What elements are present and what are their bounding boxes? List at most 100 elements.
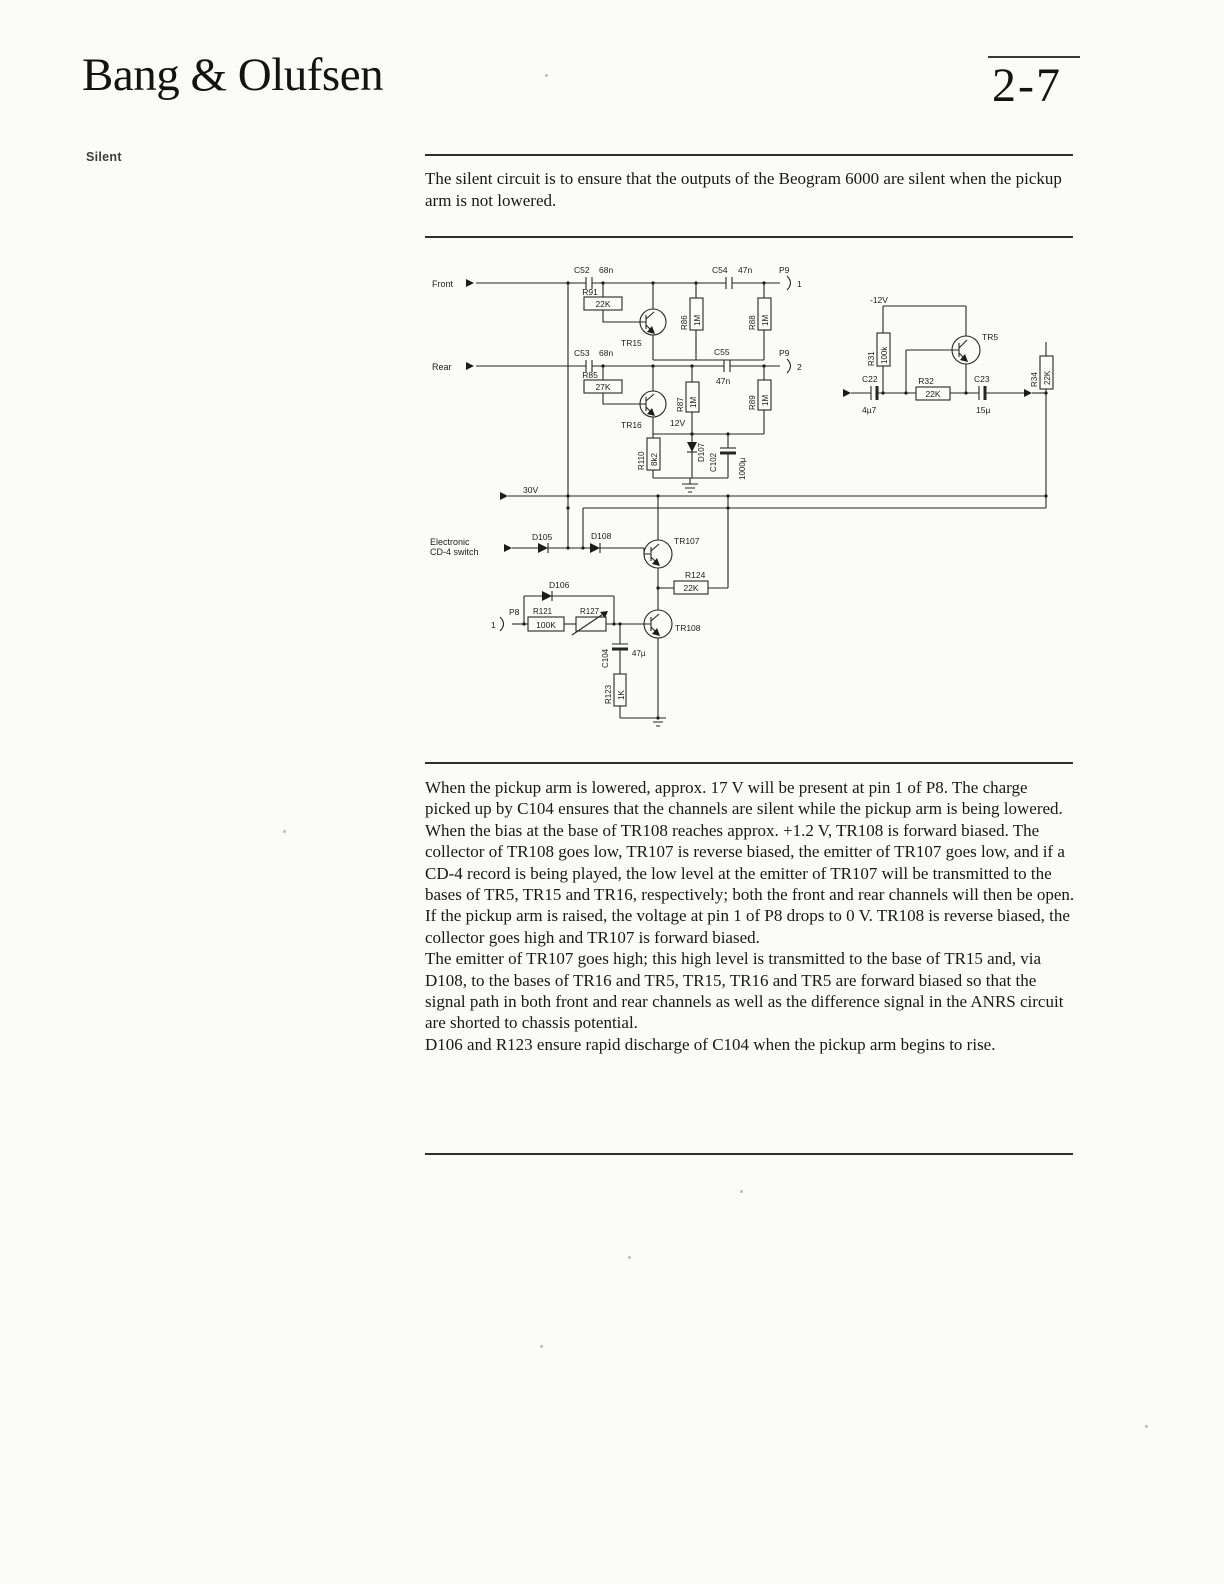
c104-value: 47µ — [632, 649, 646, 658]
c54-label: C54 — [712, 265, 728, 275]
neg12v-label: -12V — [870, 295, 888, 305]
supply-30v-label: 30V — [523, 485, 538, 495]
resistor-r34: R34 22K — [1030, 342, 1054, 508]
horizontal-rule-top — [425, 154, 1073, 156]
ground-icon — [682, 478, 698, 493]
transistor-tr15: TR15 — [621, 283, 667, 360]
diode-d107: D107 — [687, 434, 706, 478]
scan-speck — [545, 74, 548, 77]
transistor-tr5: TR5 — [905, 332, 998, 393]
c53-label: C53 — [574, 348, 590, 358]
resistor-r123: R123 1K — [604, 673, 658, 719]
resistor-r121: R121 100K — [527, 607, 565, 632]
c102-value: 1000µ — [738, 457, 747, 480]
r127-label: R127 — [580, 607, 600, 616]
body-paragraph-4: D106 and R123 ensure rapid discharge of … — [425, 1034, 996, 1054]
electronic-label-line1: Electronic — [430, 537, 470, 547]
output-amplifier: -12V R31 100k TR5 — [843, 295, 1054, 508]
resistor-r124: R124 22K — [658, 496, 729, 595]
r34-label: R34 — [1030, 372, 1039, 387]
transistor-tr108: TR108 — [643, 609, 701, 718]
body-paragraph-3: The emitter of TR107 goes high; this hig… — [425, 949, 1064, 1033]
r121-value: 100K — [536, 620, 556, 630]
signal-out-arrow-icon — [1024, 389, 1032, 397]
cd4-switch-section: Electronic CD-4 switch D105 D108 — [430, 496, 729, 727]
rear-label: Rear — [432, 362, 452, 372]
resistor-r87: R87 1M — [676, 366, 700, 434]
c22-value: 4µ7 — [862, 405, 877, 415]
horizontal-rule-bottom — [425, 1153, 1073, 1155]
section-margin-label: Silent — [86, 150, 122, 164]
capacitor-c54 — [725, 277, 733, 289]
capacitor-c22: C22 4µ7 — [862, 374, 879, 415]
tr16-label: TR16 — [621, 420, 642, 430]
c22-label: C22 — [862, 374, 878, 384]
p9-top-pin: 1 — [797, 279, 802, 289]
rear-arrow-icon — [466, 362, 474, 370]
r124-label: R124 — [685, 570, 706, 580]
r123-value: 1K — [617, 690, 626, 700]
p9-top-connector — [786, 275, 792, 291]
r87-label: R87 — [676, 397, 685, 412]
body-text: When the pickup arm is lowered, approx. … — [425, 777, 1077, 1055]
d106-label: D106 — [549, 580, 570, 590]
r89-label: R89 — [748, 395, 757, 410]
r124-value: 22K — [683, 583, 698, 593]
resistor-r91: R91 22K — [582, 283, 646, 323]
p9-top-label: P9 — [779, 265, 790, 275]
capacitor-c53 — [585, 360, 593, 372]
p9-mid-label: P9 — [779, 348, 790, 358]
d108-label: D108 — [591, 531, 612, 541]
r89-value: 1M — [761, 395, 770, 406]
r121-label: R121 — [533, 607, 553, 616]
r123-label: R123 — [604, 684, 613, 704]
body-paragraph-2: If the pickup arm is raised, the voltage… — [425, 906, 1070, 947]
schematic-drawing: 30V Front C52 68n C54 47n P9 1 R91 — [430, 265, 1054, 727]
resistor-r88: R88 1M — [748, 283, 772, 360]
c55-label: C55 — [714, 347, 730, 357]
front-channel: Front C52 68n C54 47n P9 1 R91 22K — [432, 265, 802, 361]
rear-channel: Rear C53 68n C55 47n P9 2 R85 27K — [432, 347, 802, 434]
resistor-r127: R127 — [571, 607, 608, 636]
horizontal-rule-above-body — [425, 762, 1073, 764]
r86-value: 1M — [693, 315, 702, 326]
r32-label: R32 — [918, 376, 934, 386]
resistor-r89: R89 1M — [748, 366, 772, 434]
transistor-tr16: TR16 — [621, 366, 667, 434]
d105-label: D105 — [532, 532, 553, 542]
c52-value: 68n — [599, 265, 613, 275]
capacitor-c102: C102 1000µ — [709, 434, 747, 480]
horizontal-rule-under-intro — [425, 236, 1073, 238]
r110-label: R110 — [637, 451, 646, 470]
signal-in-arrow-icon — [843, 389, 851, 397]
c102-label: C102 — [709, 452, 718, 472]
c23-label: C23 — [974, 374, 990, 384]
r85-value: 27K — [595, 382, 610, 392]
r110-value: 8k2 — [650, 453, 659, 466]
supply-routing: 30V — [500, 283, 1046, 548]
silent-circuit-schematic: 30V Front C52 68n C54 47n P9 1 R91 — [428, 256, 1076, 756]
electronic-label-line2: CD-4 switch — [430, 547, 479, 557]
scan-speck — [628, 1256, 631, 1259]
transistor-tr107: TR107 — [643, 496, 700, 588]
c55-value: 47n — [716, 376, 730, 386]
diode-d106: D106 — [523, 580, 615, 624]
intro-paragraph: The silent circuit is to ensure that the… — [425, 169, 1062, 210]
d107-label: D107 — [697, 442, 706, 462]
r31-value: 100k — [880, 346, 889, 364]
r91-label: R91 — [582, 287, 598, 297]
capacitor-c104: C104 47µ — [601, 624, 646, 674]
p8-pin: 1 — [491, 620, 496, 630]
v12-label: 12V — [670, 418, 685, 428]
brand-logo: Bang & Olufsen — [82, 49, 384, 101]
capacitor-c52 — [585, 277, 593, 289]
p9-mid-pin: 2 — [797, 362, 802, 372]
scan-speck — [740, 1190, 743, 1193]
c23-value: 15µ — [976, 405, 990, 415]
resistor-r86: R86 1M — [680, 283, 704, 360]
body-paragraph-1: When the pickup arm is lowered, approx. … — [425, 778, 1075, 905]
r85-label: R85 — [582, 370, 598, 380]
resistor-r32: R32 22K — [915, 376, 951, 401]
scan-speck — [540, 1345, 543, 1348]
